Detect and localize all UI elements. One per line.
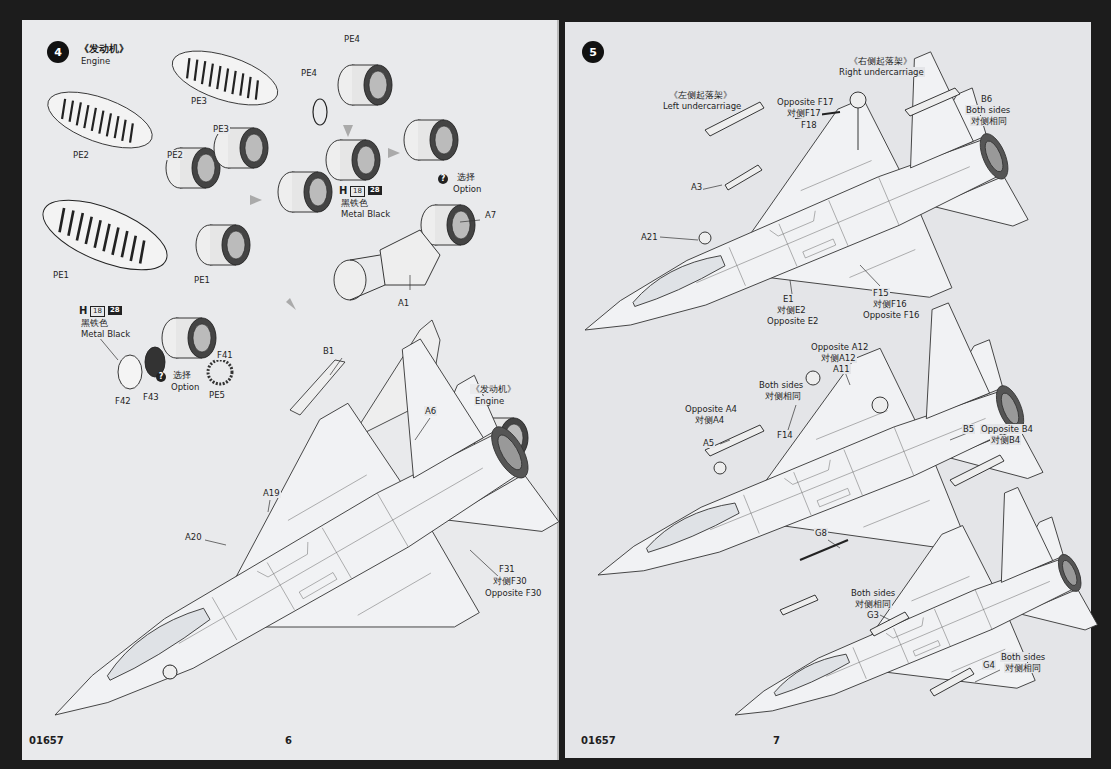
part-label: Both sides (758, 380, 804, 390)
part-label: A19 (262, 488, 281, 498)
part-label: 黑铁色 (80, 318, 109, 328)
part-label: Opposite F16 (862, 310, 920, 320)
part-label: Metal Black (80, 329, 131, 339)
part-label: Option (452, 184, 482, 194)
part-label: 《右侧起落架》 (848, 56, 913, 66)
paint-code: 28 (368, 186, 382, 195)
part-label: 选择 (172, 370, 192, 380)
page-text: 7 (772, 736, 781, 746)
part-label: Right undercarriage (838, 67, 925, 77)
part-label: PE2 (166, 150, 184, 160)
part-label: 对侧F16 (872, 299, 908, 309)
part-label: 《发动机》 (470, 384, 517, 394)
part-label: A20 (184, 532, 203, 542)
page-text: 6 (284, 736, 293, 746)
part-label: 对侧A4 (694, 415, 725, 425)
part-label: PE3 (212, 124, 230, 134)
part-label: 《左侧起落架》 (668, 90, 733, 100)
part-label: 对侧相同 (764, 391, 802, 401)
part-label: F41 (216, 350, 234, 360)
part-label: G4 (982, 660, 996, 670)
paint-code: 28 (108, 306, 122, 315)
part-label: Opposite A4 (684, 404, 738, 414)
part-label: Engine (80, 56, 111, 66)
step-label: 5 (589, 46, 597, 59)
part-label: PE3 (190, 96, 208, 106)
part-label: A7 (484, 210, 497, 220)
part-label: G3 (866, 610, 880, 620)
option-mark: ? (156, 372, 166, 382)
option-mark: ? (438, 174, 448, 184)
paint-code: 18 (90, 306, 105, 317)
part-label: 选择 (456, 172, 476, 182)
part-label: B5 (962, 424, 975, 434)
part-label: 对侧A12 (820, 353, 857, 363)
part-label: 对侧F30 (492, 576, 528, 586)
part-label: PE1 (52, 270, 70, 280)
page-text: H (338, 186, 348, 196)
page-text: H (78, 306, 88, 316)
part-label: A21 (640, 232, 659, 242)
part-label: A1 (397, 298, 410, 308)
part-label: PE1 (193, 275, 211, 285)
part-label: B6 (980, 94, 993, 104)
step-number: 4 (47, 41, 69, 63)
part-label: Metal Black (340, 209, 391, 219)
paint-code: 18 (350, 186, 365, 197)
part-label: G8 (814, 528, 828, 538)
part-label: Opposite B4 (980, 424, 1034, 434)
part-label: 对侧相同 (1004, 663, 1042, 673)
part-label: PE5 (208, 390, 226, 400)
part-label: F31 (498, 564, 516, 574)
part-label: A3 (690, 182, 703, 192)
part-label: Option (170, 382, 200, 392)
part-label: F15 (872, 288, 890, 298)
part-label: Both sides (850, 588, 896, 598)
part-label: F18 (800, 120, 818, 130)
part-label: Opposite E2 (766, 316, 820, 326)
part-label: 对侧相同 (970, 116, 1008, 126)
page-text: 《发动机》 (78, 44, 130, 54)
step-label: 4 (54, 46, 62, 59)
part-label: F42 (114, 396, 132, 406)
part-label: Both sides (1000, 652, 1046, 662)
part-label: Engine (474, 396, 505, 406)
part-label: PE2 (72, 150, 90, 160)
part-label: F43 (142, 392, 160, 402)
part-label: A5 (702, 438, 715, 448)
part-label: Opposite F17 (776, 97, 834, 107)
part-label: E1 (782, 294, 795, 304)
part-label: A11 (832, 364, 851, 374)
part-label: F14 (776, 430, 794, 440)
part-label: PE4 (300, 68, 318, 78)
part-label: 黑铁色 (340, 198, 369, 208)
page-text: 01657 (28, 736, 65, 746)
part-label: PE4 (343, 34, 361, 44)
part-label: Left undercarriage (662, 101, 742, 111)
step-number: 5 (582, 41, 604, 63)
part-label: Both sides (965, 105, 1011, 115)
part-label: 对侧B4 (990, 435, 1021, 445)
part-label: 对侧F17 (786, 108, 822, 118)
page-text: 01657 (580, 736, 617, 746)
part-label: Opposite F30 (484, 588, 542, 598)
part-label: B1 (322, 346, 335, 356)
part-label: Opposite A12 (810, 342, 869, 352)
page-left (22, 20, 558, 760)
part-label: 对侧E2 (776, 305, 807, 315)
part-label: 对侧相同 (854, 599, 892, 609)
part-label: A6 (424, 406, 437, 416)
